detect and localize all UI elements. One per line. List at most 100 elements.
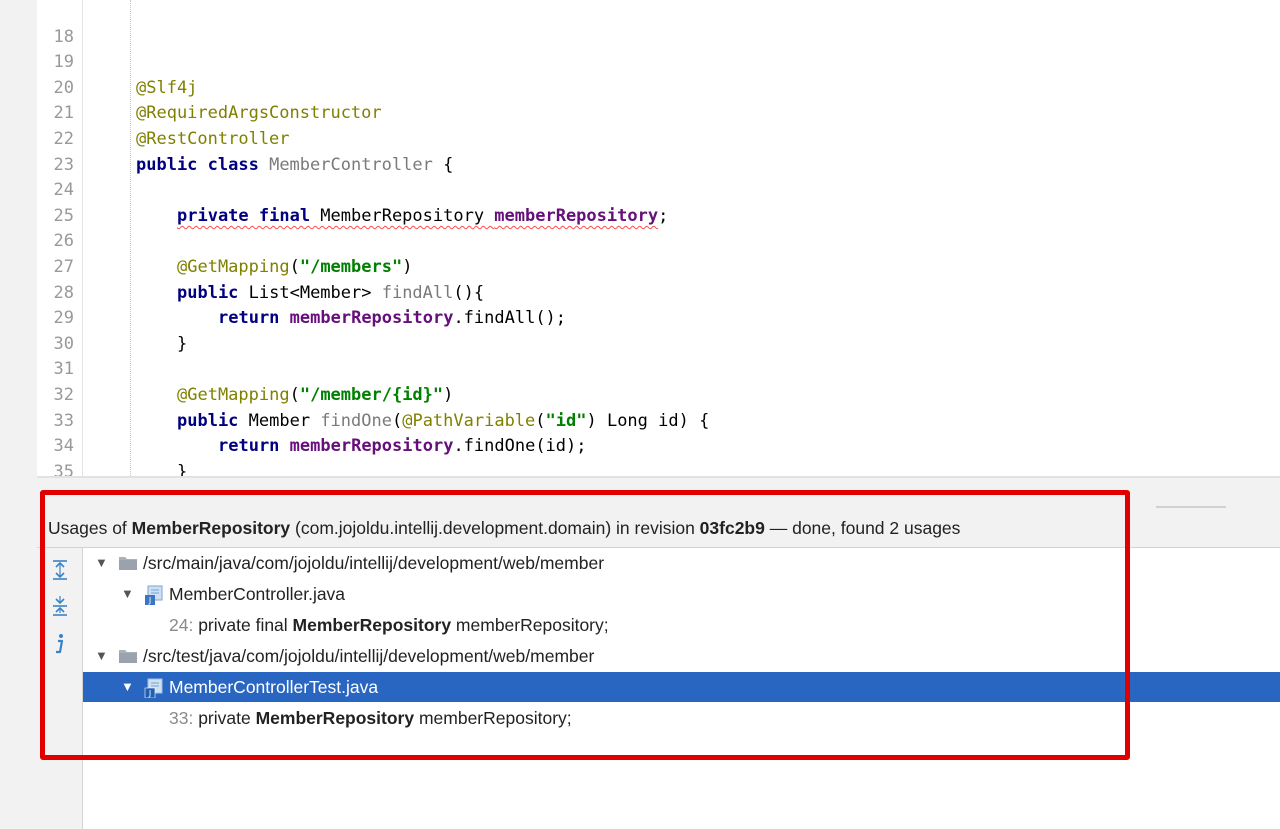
usage-match: MemberRepository: [255, 708, 415, 728]
folder-icon: [119, 557, 137, 570]
annotation-token: @GetMapping: [177, 256, 290, 277]
usage-post: memberRepository;: [451, 615, 609, 635]
annotation-token: @RestController: [136, 128, 290, 149]
code-token: ): [402, 256, 413, 277]
annotation-token: @Slf4j: [136, 77, 198, 98]
line-number: 27: [53, 256, 74, 277]
line-number: 35: [53, 461, 74, 478]
editor-bottom-edge: [37, 476, 1280, 478]
code-editor[interactable]: 18 19 @Slf4j 20 @RequiredArgsConstructor…: [0, 0, 1280, 478]
expand-arrow-icon[interactable]: ▼: [95, 555, 108, 570]
indent-guide: [130, 0, 131, 478]
keyword-token: return: [218, 436, 280, 457]
folder-icon: [119, 650, 137, 663]
info-button[interactable]: [49, 632, 71, 656]
expand-all-button[interactable]: [49, 558, 71, 582]
code-token: .findOne(id);: [453, 436, 587, 457]
code-line-18[interactable]: 18: [37, 0, 1280, 47]
string-token: "/member/{id}": [299, 384, 444, 405]
header-package: (com.jojoldu.intellij.development.domain…: [290, 518, 700, 538]
usage-text: 33: private MemberRepository memberRepos…: [169, 703, 572, 733]
java-file-icon: J: [145, 585, 163, 605]
line-number: 30: [53, 333, 74, 354]
tree-node-directory[interactable]: ▼ /src/main/java/com/jojoldu/intellij/de…: [83, 548, 1280, 578]
code-line-19[interactable]: 19 @Slf4j: [37, 25, 1280, 98]
code-line-28[interactable]: 28 return memberRepository.findAll();: [37, 255, 1280, 329]
type-token: Member: [238, 410, 321, 431]
field-token: memberRepository: [289, 308, 454, 329]
tree-node-file-selected[interactable]: ▼ J MemberControllerTest.java: [83, 672, 1280, 702]
usage-text: 24: private final MemberRepository membe…: [169, 610, 609, 640]
splitter-handle[interactable]: [1156, 506, 1226, 508]
keyword-token: return: [218, 308, 280, 329]
code-line-32[interactable]: 32 public Member findOne(@PathVariable("…: [37, 357, 1280, 431]
tree-node-directory[interactable]: ▼ /src/test/java/com/jojoldu/intellij/de…: [83, 641, 1280, 671]
code-line-25[interactable]: 25: [37, 178, 1280, 226]
tree-node-usage[interactable]: 24: private final MemberRepository membe…: [83, 610, 1280, 640]
line-number: 29: [53, 308, 74, 329]
java-file-icon: J: [144, 678, 163, 698]
code-token: (: [391, 410, 403, 431]
header-prefix: Usages of: [48, 518, 132, 538]
line-number: 18: [53, 26, 74, 47]
code-line-21[interactable]: 21 @RestController: [37, 76, 1280, 149]
code-area[interactable]: [95, 0, 1280, 478]
line-number: 25: [53, 205, 74, 226]
code-line-26[interactable]: 26 @GetMapping("/members"): [37, 204, 1280, 277]
tree-node-file[interactable]: ▼ J MemberController.java: [83, 579, 1280, 609]
class-name-token: MemberController: [269, 154, 433, 175]
code-line-33[interactable]: 33 return memberRepository.findOne(id);: [37, 383, 1280, 457]
string-token: "id": [545, 410, 587, 431]
line-number: 26: [53, 231, 74, 252]
svg-text:J: J: [148, 689, 151, 698]
code-line-29[interactable]: 29 }: [37, 281, 1280, 354]
info-icon: [56, 634, 64, 654]
file-label: MemberControllerTest.java: [169, 677, 379, 697]
string-token: "/members": [299, 256, 403, 277]
line-number: 24: [53, 180, 74, 201]
code-token: ;: [658, 205, 669, 226]
line-number: 34: [53, 436, 74, 457]
directory-label: /src/test/java/com/jojoldu/intellij/deve…: [143, 646, 595, 666]
code-token: (: [289, 384, 300, 405]
code-line-20[interactable]: 20 @RequiredArgsConstructor: [37, 50, 1280, 124]
line-number: 28: [53, 282, 74, 303]
usage-match: MemberRepository: [292, 615, 452, 635]
expand-arrow-icon[interactable]: ▼: [121, 679, 134, 694]
annotation-token: @GetMapping: [177, 384, 290, 405]
code-line-31[interactable]: 31 @GetMapping("/member/{id}"): [37, 332, 1280, 405]
code-line-23[interactable]: 23: [37, 127, 1280, 175]
collapse-all-button[interactable]: [49, 594, 71, 618]
code-token: {: [432, 154, 454, 175]
line-number: 19: [53, 52, 74, 73]
code-token: .findAll();: [453, 308, 567, 329]
expand-arrow-icon[interactable]: ▼: [95, 648, 108, 663]
code-line-34[interactable]: 34 }: [37, 409, 1280, 478]
expand-arrow-icon[interactable]: ▼: [121, 586, 134, 601]
type-token: List<Member>: [238, 282, 382, 303]
tree-node-usage[interactable]: 33: private MemberRepository memberRepos…: [83, 703, 1280, 733]
find-usages-header: Usages of MemberRepository (com.jojoldu.…: [48, 508, 960, 548]
code-line-22[interactable]: 22 public class MemberController {: [37, 101, 1280, 175]
field-token: memberRepository: [494, 205, 659, 226]
usage-pre: private final: [193, 615, 293, 635]
find-usages-panel: Usages of MemberRepository (com.jojoldu.…: [37, 508, 1280, 829]
usage-line-number: 24:: [169, 615, 194, 635]
line-number: 23: [53, 154, 74, 175]
usages-tree[interactable]: ▼ /src/main/java/com/jojoldu/intellij/de…: [83, 548, 1280, 829]
file-label: MemberController.java: [169, 584, 346, 604]
code-line-27[interactable]: 27 public List<Member> findAll(){: [37, 229, 1280, 303]
svg-text:J: J: [148, 596, 151, 605]
line-number: 20: [53, 77, 74, 98]
line-number: 21: [53, 103, 74, 124]
panel-divider[interactable]: [0, 478, 1280, 508]
method-name-token: findAll: [381, 282, 454, 303]
code-line-35[interactable]: 35 }: [37, 434, 1280, 478]
code-line-24[interactable]: 24 private final MemberRepository member…: [37, 153, 1280, 226]
code-line-30[interactable]: 30: [37, 306, 1280, 354]
keyword-token: public: [177, 410, 239, 431]
header-suffix: — done, found 2 usages: [764, 518, 961, 538]
code-token: }: [177, 333, 188, 354]
keyword-token: public class: [136, 154, 259, 175]
line-number-gutter: [37, 0, 95, 478]
